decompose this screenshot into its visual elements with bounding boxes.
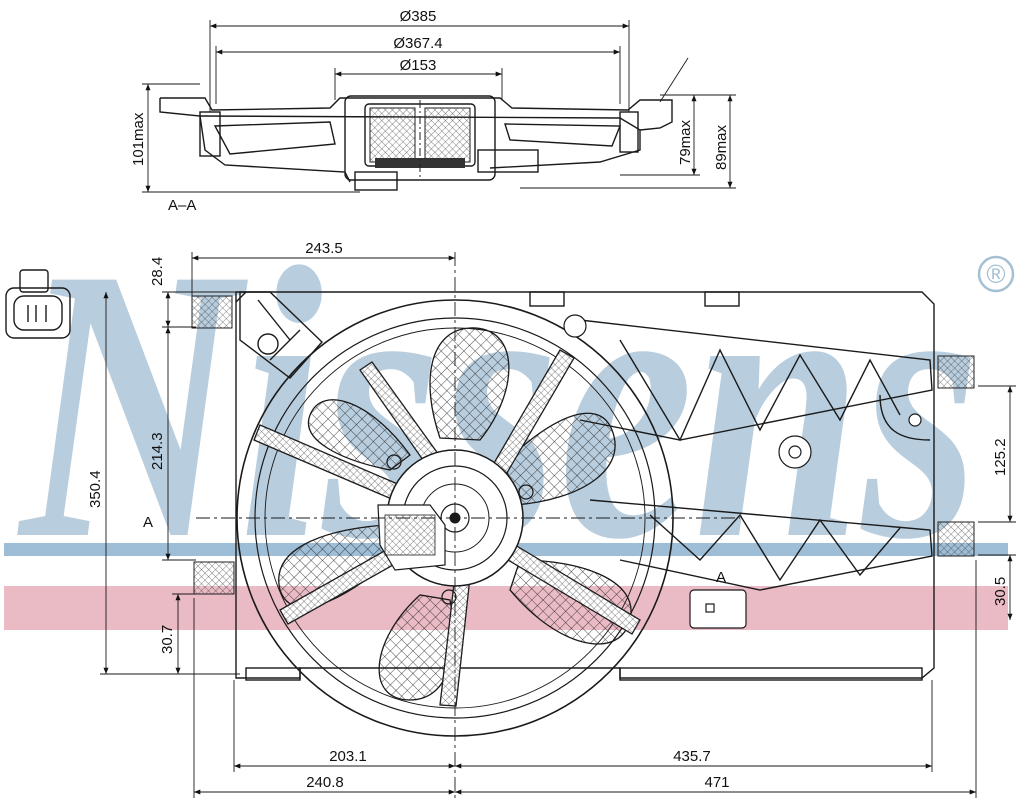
dim-30-7: 30.7 xyxy=(159,625,176,654)
dim-diameter-385: Ø385 xyxy=(400,8,437,25)
registered-mark-icon: ® xyxy=(977,255,1015,293)
dim-30-5: 30.5 xyxy=(992,577,1009,606)
dim-214-3: 214.3 xyxy=(149,432,166,470)
dim-height-101: 101max xyxy=(130,112,147,166)
section-label: A–A xyxy=(168,197,196,214)
dim-28-4: 28.4 xyxy=(149,257,166,286)
front-view: A xyxy=(87,240,1016,798)
dim-height-79: 79max xyxy=(677,119,694,165)
connector-icon xyxy=(5,269,71,339)
dim-350-4: 350.4 xyxy=(87,470,104,508)
section-marker-right: A xyxy=(716,569,726,586)
dim-203-1: 203.1 xyxy=(329,748,367,765)
dim-diameter-367: Ø367.4 xyxy=(393,35,442,52)
watermark: Nissens ® xyxy=(4,188,1015,630)
section-view: Ø385 Ø367.4 Ø153 101max 79max 89max A–A xyxy=(130,8,736,214)
dim-diameter-153: Ø153 xyxy=(400,57,437,74)
dim-125-2: 125.2 xyxy=(992,438,1009,476)
pink-stripe xyxy=(4,586,1008,630)
dim-435-7: 435.7 xyxy=(673,748,711,765)
svg-text:®: ® xyxy=(986,259,1005,289)
section-marker-left: A xyxy=(143,514,153,531)
dim-240-8: 240.8 xyxy=(306,774,344,791)
dim-243-5: 243.5 xyxy=(305,240,343,257)
dim-471: 471 xyxy=(704,774,729,791)
dim-height-89: 89max xyxy=(713,124,730,170)
